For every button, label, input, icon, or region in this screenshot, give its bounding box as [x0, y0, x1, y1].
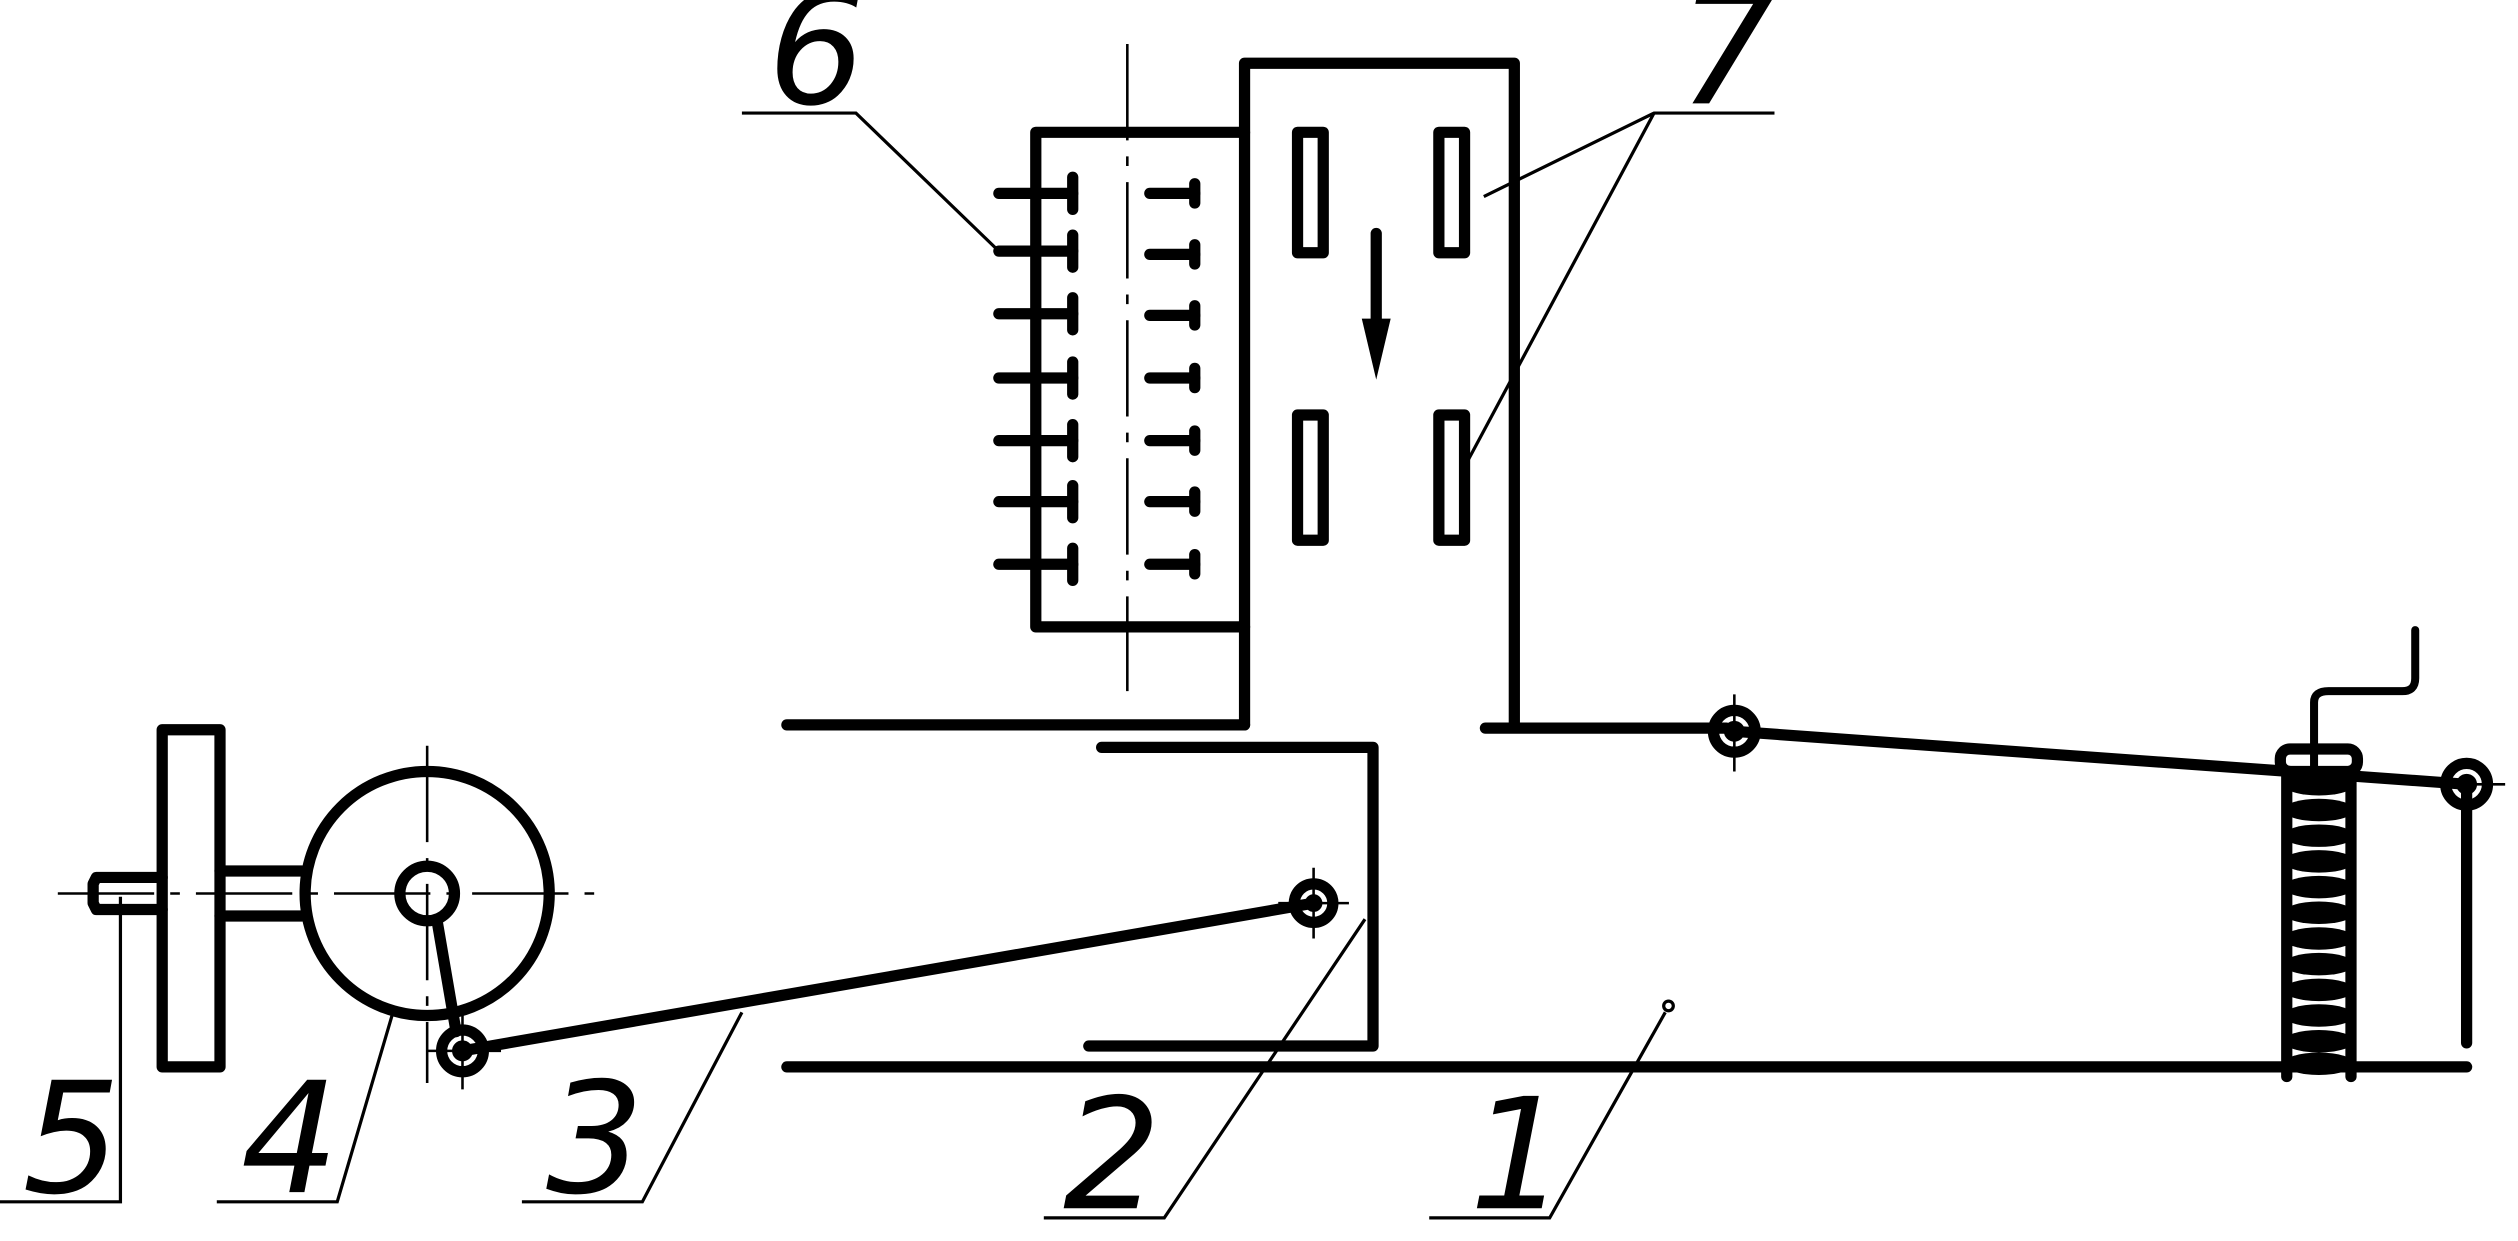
hopper	[781, 57, 1732, 734]
label-part-7: 7	[1678, 0, 1776, 140]
down-arrow-icon	[1361, 227, 1391, 380]
slot-upper-right	[1433, 126, 1471, 259]
part-labels: 6 7 5 4 3 2 1	[22, 0, 1776, 1241]
slot-lower-right	[1433, 409, 1471, 546]
label-part-6: 6	[768, 0, 866, 140]
coil-spring-icon	[2281, 765, 2357, 1083]
label-part-5: 5	[22, 1050, 120, 1229]
label-part-1: 1	[1469, 1066, 1567, 1241]
pin-comb-assembly	[993, 43, 1251, 692]
drive-shaft	[87, 724, 308, 1073]
slot-upper-left	[1291, 126, 1329, 259]
pin-row-outer	[993, 171, 1079, 586]
slider-frame	[1083, 741, 1379, 1052]
lever-arm	[1694, 626, 2506, 811]
base-bed	[781, 778, 2473, 1073]
crank-disc	[57, 745, 595, 1090]
label-part-2: 2	[1063, 1066, 1161, 1241]
label-part-4: 4	[241, 1050, 339, 1229]
label-part-3: 3	[546, 1050, 644, 1229]
pin-row-inner	[1144, 178, 1201, 580]
connecting-rod	[456, 867, 1349, 1057]
leader-lines	[0, 111, 1775, 1220]
slot-lower-left	[1291, 409, 1329, 546]
